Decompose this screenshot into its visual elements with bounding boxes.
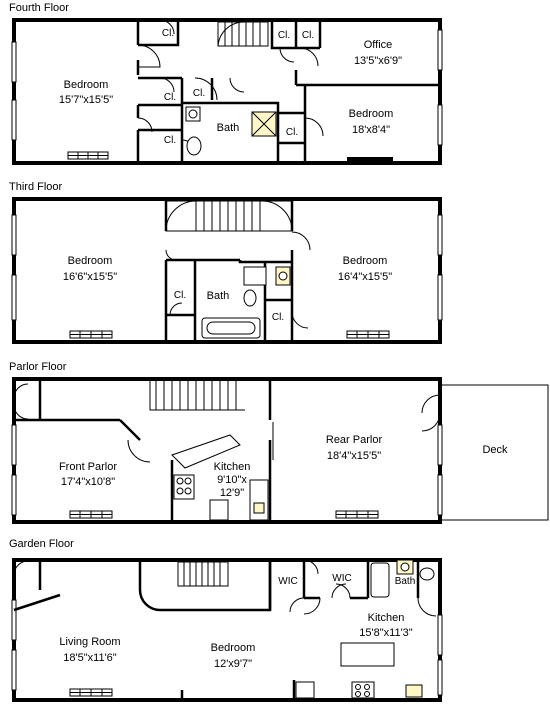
third-bedroom-front-name: Bedroom <box>68 255 113 267</box>
fourth-floor: Fourth Floor <box>9 2 443 165</box>
fourth-closet-label: Cl. <box>193 88 205 99</box>
third-closet-label: Cl. <box>174 290 186 301</box>
parlor-stairs <box>149 381 245 411</box>
parlor-deck <box>439 384 549 521</box>
fourth-closet-label: Cl. <box>162 28 174 39</box>
fourth-bedroom-front-name: Bedroom <box>64 79 109 91</box>
fourth-closet-label: Cl. <box>302 30 314 41</box>
garden-living-room-dims: 18'5"x11'6" <box>63 652 116 664</box>
parlor-front-parlor-dims: 17'4"x10'8" <box>61 476 115 488</box>
garden-living-room-name: Living Room <box>59 636 120 648</box>
garden-island <box>340 642 395 667</box>
fourth-bedroom-front-dims: 15'7"x15'5" <box>59 94 113 106</box>
fourth-toilet <box>186 136 202 156</box>
garden-bedroom-dims: 12'x9'7" <box>214 658 252 670</box>
parlor-kitchen-dims-line2: 12'9" <box>220 487 244 499</box>
fourth-bedroom-rear-name: Bedroom <box>349 108 394 120</box>
parlor-kitchen-dims-line1: 9'10"x <box>217 474 247 486</box>
garden-bath-name: Bath <box>395 576 416 587</box>
parlor-sink <box>253 502 265 514</box>
parlor-floor-title: Parlor Floor <box>9 361 67 373</box>
fourth-floor-title: Fourth Floor <box>9 2 69 14</box>
parlor-rear-parlor-name: Rear Parlor <box>326 434 383 446</box>
third-bedroom-front-dims: 16'6"x15'5" <box>63 271 117 283</box>
fourth-bath-name: Bath <box>217 122 240 134</box>
fourth-sink <box>188 109 198 119</box>
garden-stove <box>351 681 375 699</box>
garden-floor: Garden Floor <box>9 538 443 702</box>
third-bedroom-rear-name: Bedroom <box>343 255 388 267</box>
third-floor: Third Floor <box>9 181 443 344</box>
fourth-office-dims: 13'5"x6'9" <box>354 55 402 67</box>
garden-floor-title: Garden Floor <box>9 538 74 550</box>
parlor-deck-name: Deck <box>482 444 508 456</box>
third-floor-title: Third Floor <box>9 181 63 193</box>
garden-shower <box>370 562 390 598</box>
fourth-stairs <box>217 21 269 47</box>
parlor-floor: Parlor Floor <box>9 361 549 524</box>
third-toilet <box>243 289 257 307</box>
fourth-closet-label: Cl. <box>278 30 290 41</box>
fourth-closet-label: Cl. <box>164 135 176 146</box>
garden-fridge <box>295 681 315 699</box>
garden-stairs <box>138 560 272 612</box>
garden-kitchen-name: Kitchen <box>368 612 405 624</box>
third-vanity <box>243 266 267 286</box>
third-bath-name: Bath <box>207 290 230 302</box>
fourth-closet-label: Cl. <box>164 92 176 103</box>
parlor-fridge <box>209 499 229 521</box>
parlor-kitchen-name: Kitchen <box>214 461 251 473</box>
garden-wic-label: WIC <box>332 573 351 584</box>
fourth-bedroom-rear-dims: 18'x8'4" <box>352 124 390 136</box>
parlor-front-parlor-name: Front Parlor <box>59 461 117 473</box>
fourth-closet-label: Cl. <box>286 127 298 138</box>
third-stairs <box>165 200 293 232</box>
garden-wic-label: WIC <box>278 576 297 587</box>
fourth-office-name: Office <box>364 39 393 51</box>
fourth-floor-outline <box>12 18 442 165</box>
garden-bedroom-name: Bedroom <box>211 642 256 654</box>
garden-kitchen-sink <box>405 684 423 698</box>
garden-toilet <box>419 567 435 581</box>
third-closet-label: Cl. <box>272 312 284 323</box>
third-floor-outline <box>12 197 442 344</box>
third-bedroom-rear-dims: 16'4"x15'5" <box>338 271 392 283</box>
parlor-rear-parlor-dims: 18'4"x15'5" <box>327 450 381 462</box>
garden-kitchen-dims: 15'8"x11'3" <box>359 627 412 639</box>
parlor-stove <box>173 474 195 500</box>
parlor-counter <box>249 479 269 521</box>
